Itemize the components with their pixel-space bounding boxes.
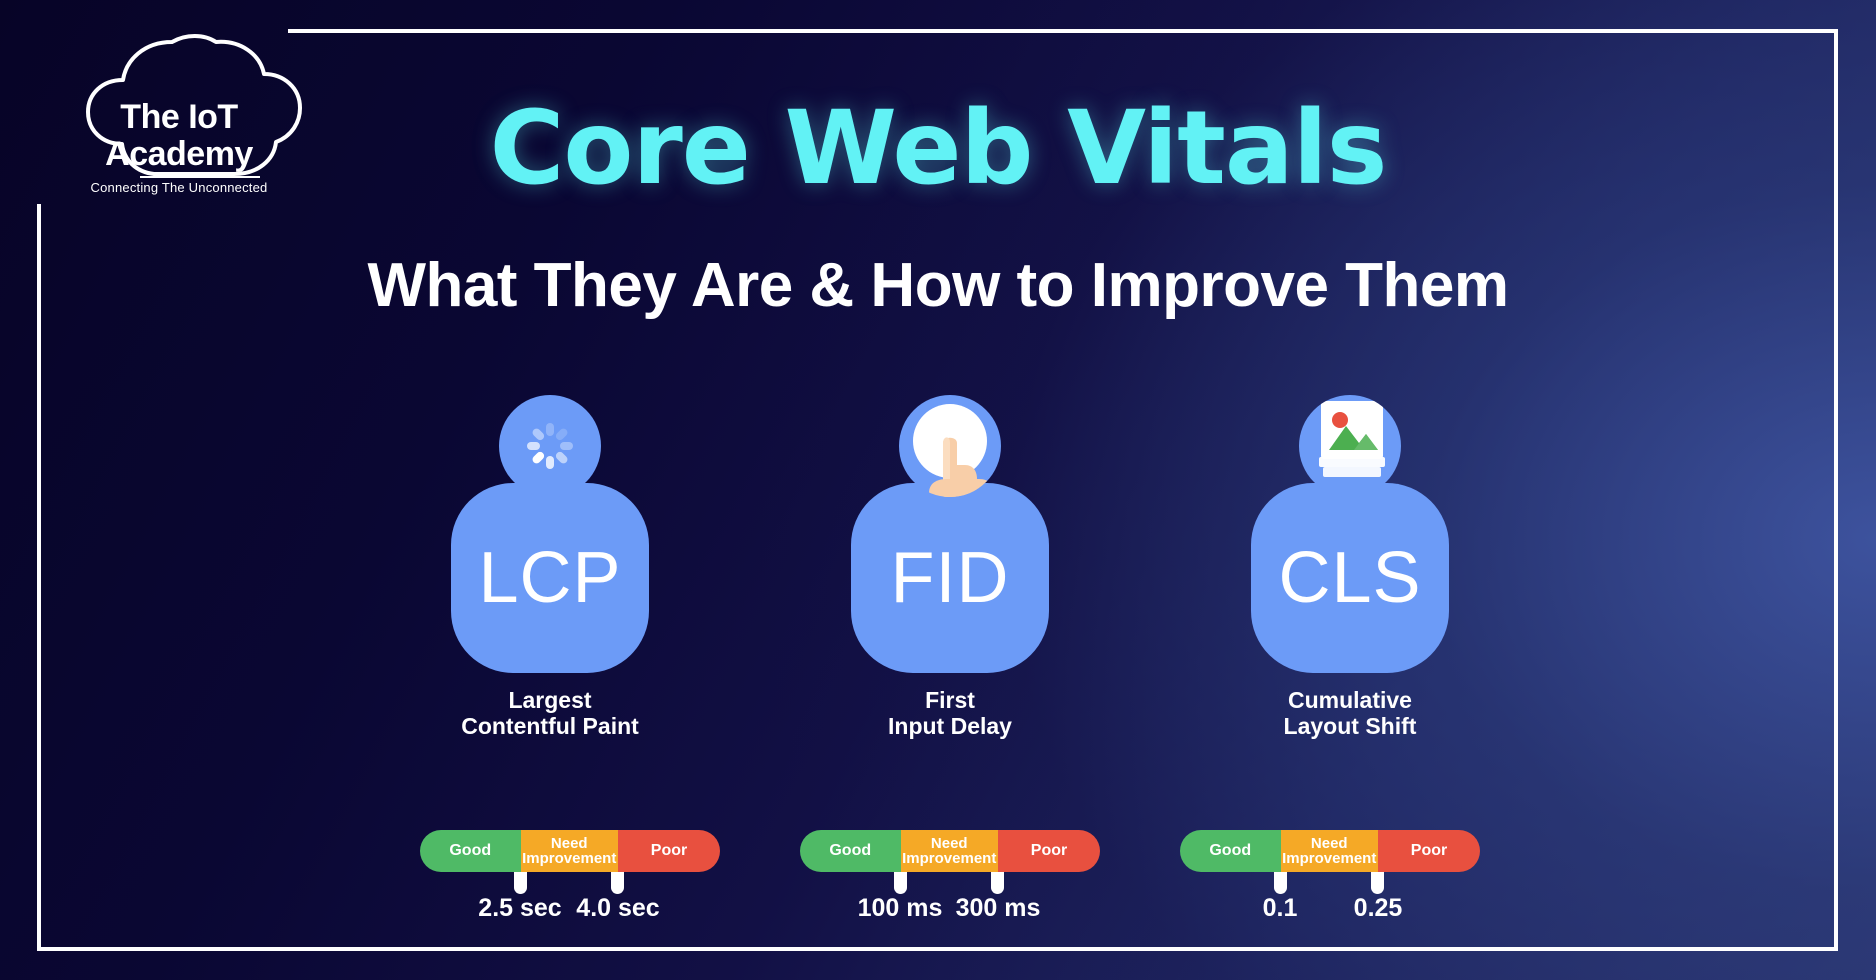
metric-lcp-name: Largest Contentful Paint [461, 687, 639, 740]
threshold-labels: 0.1 0.25 [1180, 894, 1480, 926]
logo-underline [140, 176, 260, 178]
threshold-ticks [1180, 872, 1480, 894]
threshold-ticks [800, 872, 1100, 894]
tap-finger-icon [913, 404, 995, 497]
metric-lcp: LCP Largest Contentful Paint [420, 395, 680, 740]
brand-logo: The IoT Academy Connecting The Unconnect… [44, 30, 314, 195]
threshold-tick-poor-min [1371, 872, 1384, 894]
threshold-label-poor-min: 4.0 sec [576, 894, 660, 922]
metric-cls-card[interactable]: CLS [1251, 483, 1449, 673]
metrics-row: LCP Largest Contentful Paint FID First I… [420, 395, 1480, 915]
image-placeholder-icon [1319, 401, 1385, 477]
metric-fid-card[interactable]: FID [851, 483, 1049, 673]
threshold-ticks [420, 872, 720, 894]
metric-cls-name: Cumulative Layout Shift [1283, 687, 1417, 740]
frame-border-top [288, 29, 1838, 33]
logo-text-line1: The IoT [120, 98, 238, 136]
metric-lcp-abbr: LCP [478, 538, 622, 618]
threshold-tick-poor-min [991, 872, 1004, 894]
rating-segment-poor: Poor [618, 830, 720, 872]
threshold-bar-cls: Good Need Improvement Poor 0.1 0.25 [1180, 830, 1480, 926]
rating-segment-good: Good [1180, 830, 1281, 872]
threshold-label-good-max: 0.1 [1262, 894, 1298, 922]
threshold-bars-row: Good Need Improvement Poor 2.5 sec 4.0 s… [420, 830, 1480, 950]
logo-tagline: Connecting The Unconnected [90, 180, 268, 195]
metric-cls-icon-bubble [1299, 395, 1401, 497]
page-title: Core Web Vitals [489, 89, 1388, 208]
rating-bar: Good Need Improvement Poor [1180, 830, 1480, 872]
threshold-label-poor-min: 0.25 [1353, 894, 1403, 922]
rating-segment-need-improvement: Need Improvement [900, 830, 998, 872]
rating-segment-good: Good [800, 830, 901, 872]
threshold-labels: 100 ms 300 ms [800, 894, 1100, 926]
rating-bar: Good Need Improvement Poor [800, 830, 1100, 872]
threshold-bar-lcp: Good Need Improvement Poor 2.5 sec 4.0 s… [420, 830, 720, 926]
rating-segment-need-improvement: Need Improvement [520, 830, 618, 872]
metric-cls: CLS Cumulative Layout Shift [1220, 395, 1480, 740]
threshold-tick-good-max [514, 872, 527, 894]
loading-spinner-icon [527, 423, 573, 469]
threshold-label-poor-min: 300 ms [955, 894, 1041, 922]
frame-border-bottom [37, 947, 1838, 951]
threshold-labels: 2.5 sec 4.0 sec [420, 894, 720, 926]
metric-lcp-icon-bubble [499, 395, 601, 497]
page-subtitle: What They Are & How to Improve Them [367, 251, 1509, 320]
metric-lcp-card[interactable]: LCP [451, 483, 649, 673]
threshold-tick-poor-min [611, 872, 624, 894]
cloud-outline-icon [86, 34, 302, 176]
rating-segment-poor: Poor [998, 830, 1100, 872]
logo-text-line2: Academy [105, 135, 253, 173]
metric-fid-icon-bubble [899, 395, 1001, 497]
threshold-tick-good-max [894, 872, 907, 894]
metric-fid: FID First Input Delay [820, 395, 1080, 740]
metric-fid-abbr: FID [890, 538, 1010, 618]
metric-cls-abbr: CLS [1278, 538, 1422, 618]
threshold-label-good-max: 100 ms [857, 894, 943, 922]
rating-segment-good: Good [420, 830, 521, 872]
frame-border-right [1834, 29, 1838, 951]
threshold-bar-fid: Good Need Improvement Poor 100 ms 300 ms [800, 830, 1100, 926]
rating-segment-poor: Poor [1378, 830, 1480, 872]
frame-border-left [37, 204, 41, 951]
rating-segment-need-improvement: Need Improvement [1280, 830, 1378, 872]
threshold-label-good-max: 2.5 sec [478, 894, 562, 922]
metric-fid-name: First Input Delay [888, 687, 1012, 740]
rating-bar: Good Need Improvement Poor [420, 830, 720, 872]
threshold-tick-good-max [1274, 872, 1287, 894]
